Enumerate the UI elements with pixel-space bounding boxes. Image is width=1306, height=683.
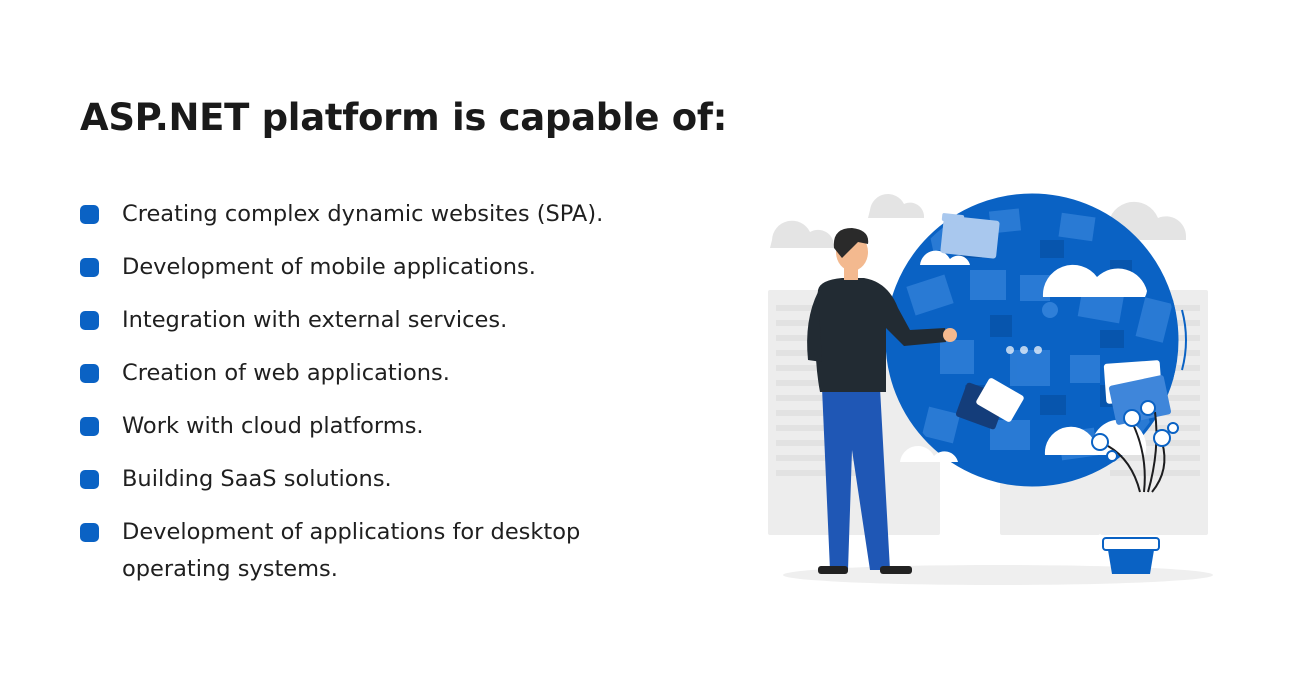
square-bullet-icon — [80, 205, 99, 224]
list-item-text: Work with cloud platforms. — [122, 413, 424, 439]
globe-illustration — [768, 193, 1213, 585]
square-bullet-icon — [80, 311, 99, 330]
folder-icon — [940, 213, 1171, 430]
square-bullet-icon — [80, 417, 99, 436]
potted-plant-icon — [1091, 400, 1179, 574]
square-bullet-icon — [80, 258, 99, 277]
person-figure — [807, 228, 957, 574]
square-bullet-icon — [80, 364, 99, 383]
list-item: Work with cloud platforms. — [80, 408, 680, 445]
list-item: Integration with external services. — [80, 302, 680, 339]
list-item-text: Development of applications for desktop … — [122, 519, 581, 582]
list-item-text: Integration with external services. — [122, 307, 508, 333]
list-item-text: Building SaaS solutions. — [122, 466, 392, 492]
page-title: ASP.NET platform is capable of: — [80, 96, 728, 139]
list-item-text: Creating complex dynamic websites (SPA). — [122, 201, 604, 227]
square-bullet-icon — [80, 470, 99, 489]
list-item: Creating complex dynamic websites (SPA). — [80, 196, 680, 233]
list-item: Creation of web applications. — [80, 355, 680, 392]
square-bullet-icon — [80, 523, 99, 542]
list-item: Building SaaS solutions. — [80, 461, 680, 498]
list-item: Development of applications for desktop … — [80, 514, 680, 588]
list-item: Development of mobile applications. — [80, 249, 680, 286]
capabilities-list: Creating complex dynamic websites (SPA).… — [80, 196, 680, 604]
list-item-text: Development of mobile applications. — [122, 254, 536, 280]
list-item-text: Creation of web applications. — [122, 360, 450, 386]
